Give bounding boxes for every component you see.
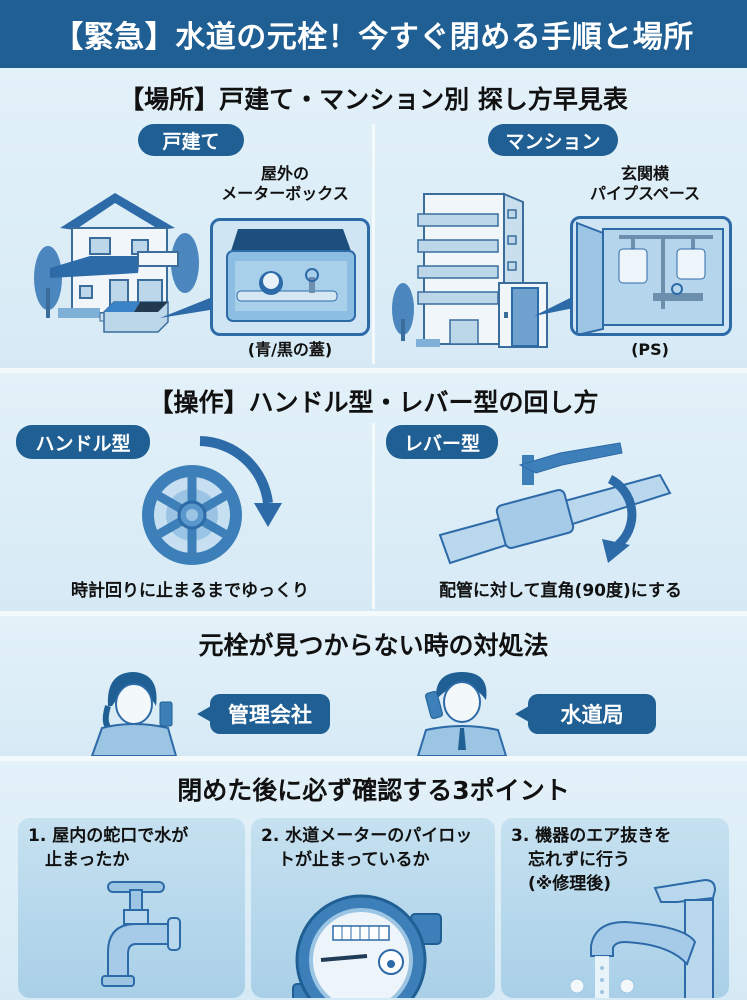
mansion-caption: 玄関横 パイプスペース xyxy=(589,164,701,203)
faucet-icon xyxy=(101,881,181,987)
man-with-phone-icon xyxy=(416,672,508,757)
mansion-label: マンション xyxy=(488,124,618,156)
divider xyxy=(0,611,747,616)
operation-section: 【操作】ハンドル型・レバー型の回し方 ハンドル型 時計回りに止まるまでゆっくり … xyxy=(0,373,747,611)
water-meter-icon xyxy=(292,894,442,998)
meter-box-detail xyxy=(210,218,370,336)
woman-with-phone-icon xyxy=(90,672,178,757)
check-point-title: 2. 水道メーターのパイロッ トが止まっているか xyxy=(261,826,473,870)
check-point-card-2: 2. 水道メーターのパイロッ トが止まっているか xyxy=(251,818,495,998)
callout-pointer xyxy=(534,296,574,316)
check-point-card-1: 1. 屋内の蛇口で水が 止まったか xyxy=(18,818,245,998)
handle-instruction: 時計回りに止まるまでゆっくり xyxy=(71,581,309,601)
location-section: 【場所】戸建て・マンション別 探し方早見表 戸建て 屋外の メーターボックス xyxy=(0,68,747,368)
operation-section-title: 【操作】ハンドル型・レバー型の回し方 xyxy=(148,388,599,417)
callout-pointer xyxy=(160,298,210,318)
detached-caption: 屋外の メーターボックス xyxy=(221,164,349,203)
check-point-card-3: 3. 機器のエア抜きを 忘れずに行う (※修理後) xyxy=(501,818,729,998)
check-point-title: 3. 機器のエア抜きを 忘れずに行う (※修理後) xyxy=(511,826,672,894)
mixer-faucet-icon xyxy=(569,878,717,998)
detached-note: (青/黒の蓋) xyxy=(247,340,333,359)
pipe-space-icon xyxy=(576,221,724,333)
check-point-title: 1. 屋内の蛇口で水が 止まったか xyxy=(28,826,189,870)
notfound-section: 元栓が見つからない時の対処法 管理会社 水道局 xyxy=(0,616,747,757)
pipe-space-detail xyxy=(570,216,732,336)
divider xyxy=(0,368,747,373)
lever-valve-icon xyxy=(438,442,672,565)
handle-valve-icon xyxy=(142,436,282,565)
divider xyxy=(372,423,375,609)
handle-type-label: ハンドル型 xyxy=(16,425,150,459)
detached-label: 戸建て xyxy=(138,124,244,156)
meter-box-icon xyxy=(226,229,356,322)
divider xyxy=(0,756,747,761)
check-section-title: 閉めた後に必ず確認する3ポイント xyxy=(177,776,570,805)
lever-type-label: レバー型 xyxy=(386,425,498,459)
notfound-section-title: 元栓が見つからない時の対処法 xyxy=(198,631,549,660)
mansion-note: (PS) xyxy=(631,340,669,359)
page-title: 【緊急】水道の元栓！今すぐ閉める手順と場所 xyxy=(53,20,694,55)
house-icon xyxy=(34,193,199,322)
location-section-title: 【場所】戸建て・マンション別 探し方早見表 xyxy=(119,85,628,114)
page-header: 【緊急】水道の元栓！今すぐ閉める手順と場所 xyxy=(0,0,747,68)
contact-management-company: 管理会社 xyxy=(197,694,330,734)
divider xyxy=(372,124,375,364)
lever-instruction: 配管に対して直角(90度)にする xyxy=(439,581,682,601)
meter-box-lid-icon xyxy=(103,301,169,333)
contact-water-bureau: 水道局 xyxy=(515,694,656,734)
